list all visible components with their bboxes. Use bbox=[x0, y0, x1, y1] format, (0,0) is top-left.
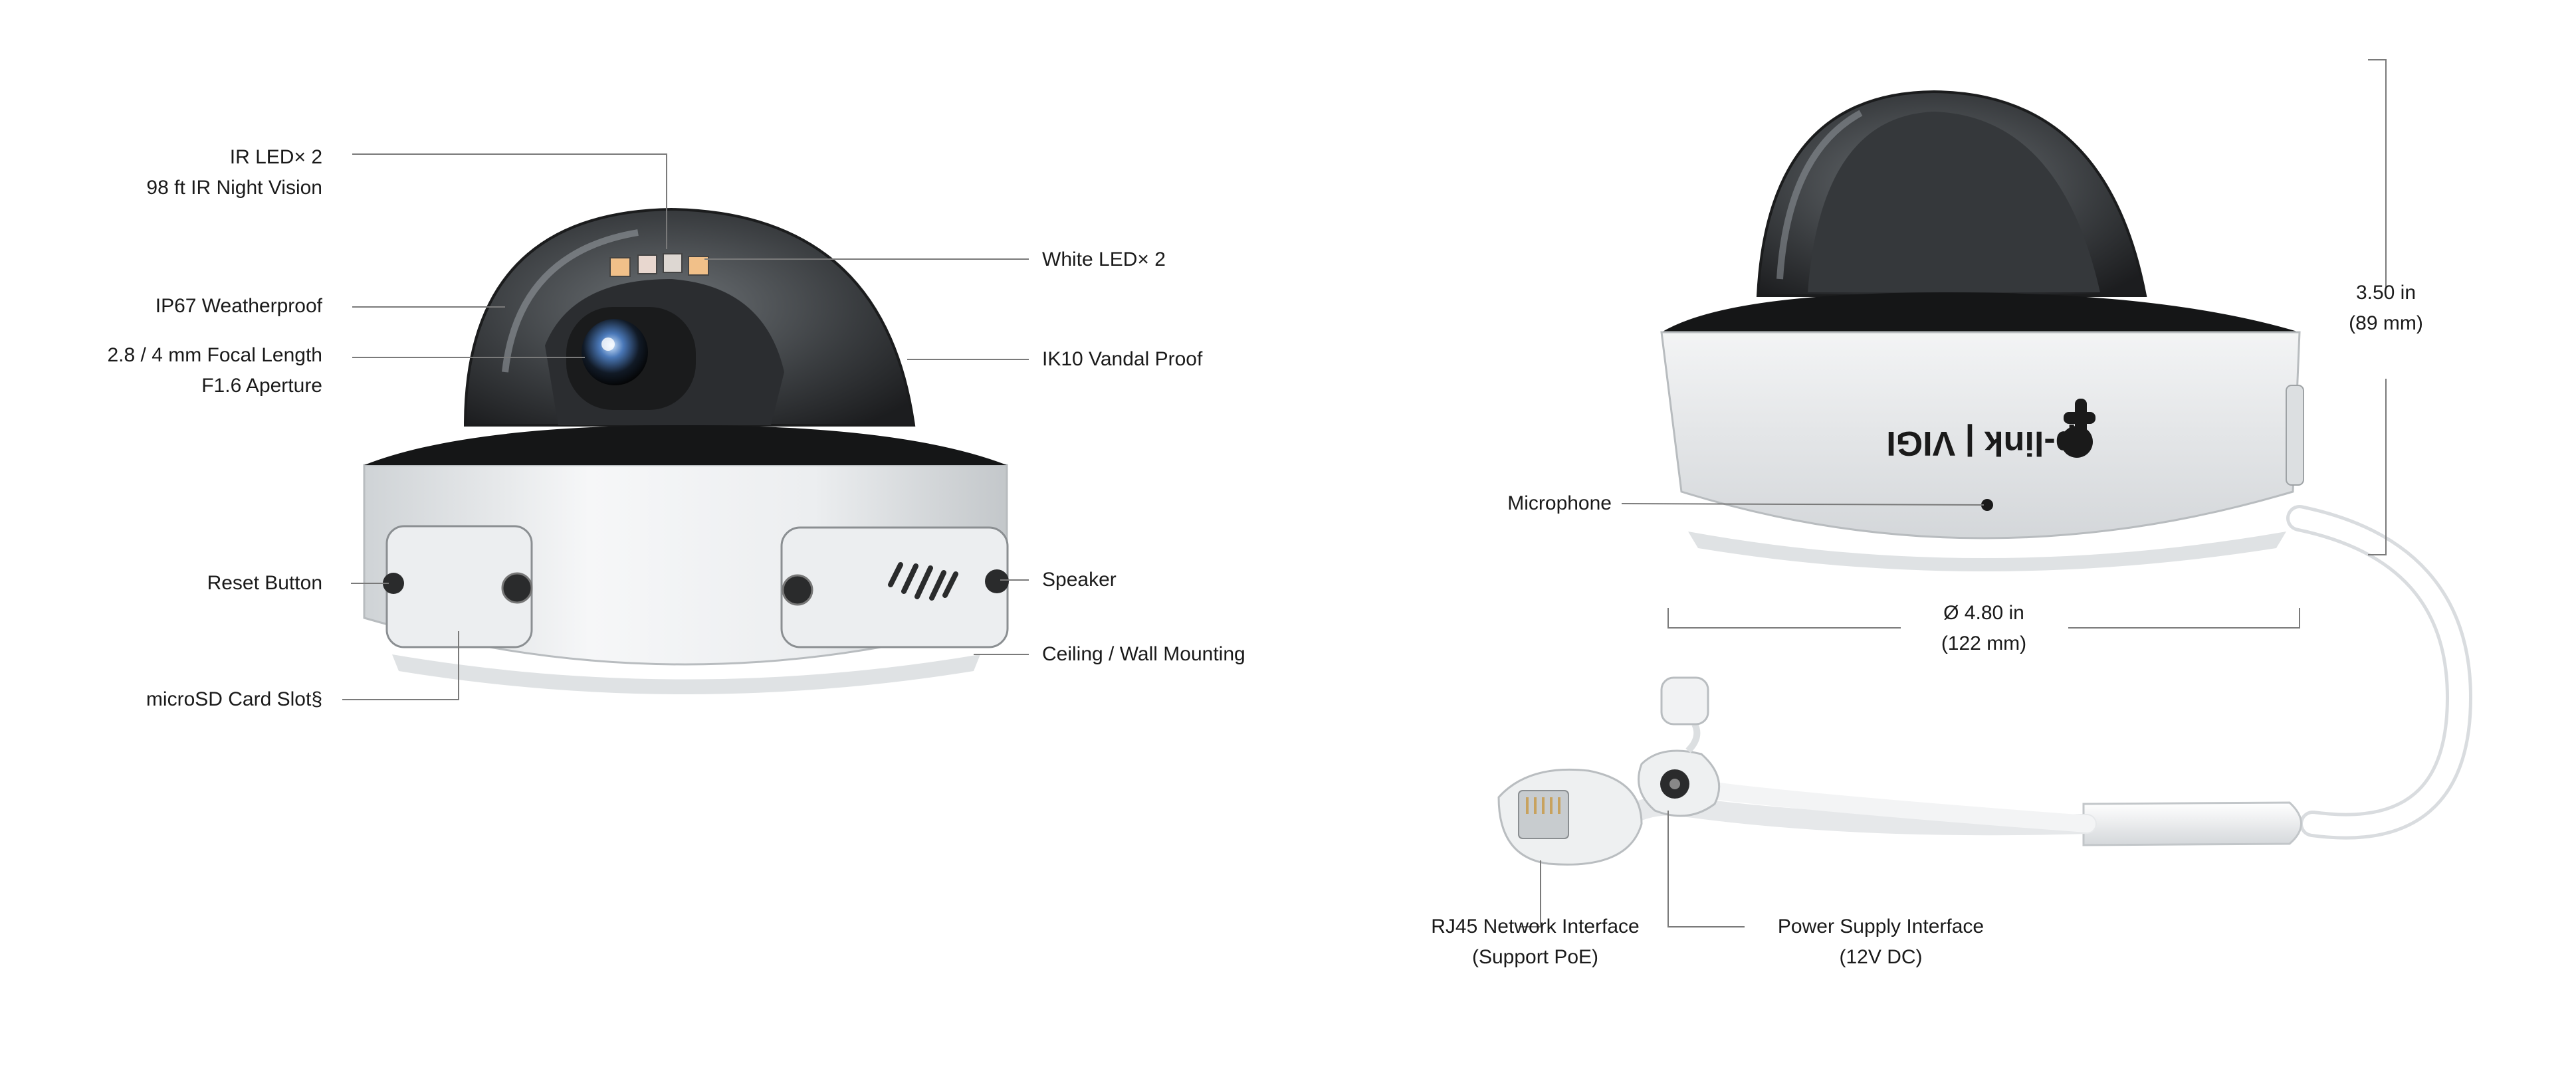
microsd-label: microSD Card Slot§ bbox=[146, 688, 322, 710]
microphone-label: Microphone bbox=[1507, 492, 1612, 514]
focal-length-label: 2.8 / 4 mm Focal Length F1.6 Aperture bbox=[40, 340, 323, 401]
white-led-left-icon bbox=[637, 254, 657, 274]
front-camera bbox=[363, 207, 1009, 694]
camera-base-ring bbox=[392, 654, 980, 694]
ir-led-right-icon bbox=[688, 256, 709, 276]
reset-button-icon bbox=[383, 573, 404, 594]
speaker-grille-icon bbox=[888, 562, 958, 601]
side-dome-highlight bbox=[1776, 110, 1863, 280]
ip67-label: IP67 Weatherproof bbox=[155, 295, 322, 317]
side-top-ring bbox=[1662, 292, 2300, 332]
height-dimension-label: 3.50 in (89 mm) bbox=[2300, 278, 2472, 339]
reset-button-label: Reset Button bbox=[207, 572, 322, 594]
ir-led-line1: IR LED× 2 bbox=[229, 146, 322, 168]
side-base-ring bbox=[1688, 532, 2286, 571]
rj45-label: RJ45 Network Interface (Support PoE) bbox=[1402, 912, 1668, 973]
white-led-label: White LED× 2 bbox=[1042, 248, 1166, 270]
left-leader-lines bbox=[342, 153, 1029, 700]
focal-line2: F1.6 Aperture bbox=[201, 375, 322, 397]
power-line1: Power Supply Interface bbox=[1777, 916, 1985, 937]
diameter-dimension-label: Ø 4.80 in (122 mm) bbox=[1901, 598, 2067, 659]
dome-highlight bbox=[502, 229, 639, 373]
right-leader-lines bbox=[1521, 59, 2387, 927]
svg-text:tp-link | VIGI: tp-link | VIGI bbox=[1886, 424, 2088, 462]
microphone-icon bbox=[1981, 499, 1993, 511]
brand-logo-icon: tp-link | VIGI bbox=[1886, 424, 2088, 462]
rj45-line2: (Support PoE) bbox=[1471, 946, 1599, 968]
power-supply-label: Power Supply Interface (12V DC) bbox=[1748, 912, 2014, 973]
diameter-line1: Ø 4.80 in bbox=[1943, 602, 2024, 624]
power-connector-icon bbox=[1638, 676, 1721, 817]
side-camera: tp-link | VIGI bbox=[1497, 90, 2473, 866]
rj45-connector-icon bbox=[1497, 768, 1643, 866]
diameter-line2: (122 mm) bbox=[1941, 633, 2027, 654]
height-line1: 3.50 in bbox=[2355, 282, 2416, 304]
left-cover-screw-icon bbox=[501, 572, 533, 604]
cable-splitter bbox=[2082, 801, 2302, 846]
ik10-label: IK10 Vandal Proof bbox=[1042, 348, 1203, 370]
rj45-line1: RJ45 Network Interface bbox=[1431, 916, 1640, 937]
height-line2: (89 mm) bbox=[2349, 312, 2423, 334]
mounting-label: Ceiling / Wall Mounting bbox=[1042, 643, 1245, 665]
speaker-label: Speaker bbox=[1042, 569, 1117, 591]
ir-led-label: IR LED× 2 98 ft IR Night Vision bbox=[40, 142, 322, 203]
power-line2: (12V DC) bbox=[1839, 946, 1923, 968]
ir-led-line2: 98 ft IR Night Vision bbox=[146, 177, 322, 199]
side-camera-body bbox=[1660, 331, 2301, 539]
side-dome-inner bbox=[1808, 112, 2100, 292]
focal-line1: 2.8 / 4 mm Focal Length bbox=[107, 344, 323, 366]
lens-icon bbox=[582, 319, 648, 385]
ir-led-left-icon bbox=[609, 257, 631, 277]
brand-emblem-icon bbox=[2061, 399, 2095, 458]
white-led-right-icon bbox=[663, 253, 683, 273]
camera-top-ring bbox=[364, 425, 1007, 465]
right-access-cover bbox=[780, 526, 1009, 648]
right-cover-screw-icon bbox=[782, 574, 813, 606]
right-edge-screw-icon bbox=[985, 569, 1009, 593]
side-port bbox=[2286, 385, 2304, 486]
